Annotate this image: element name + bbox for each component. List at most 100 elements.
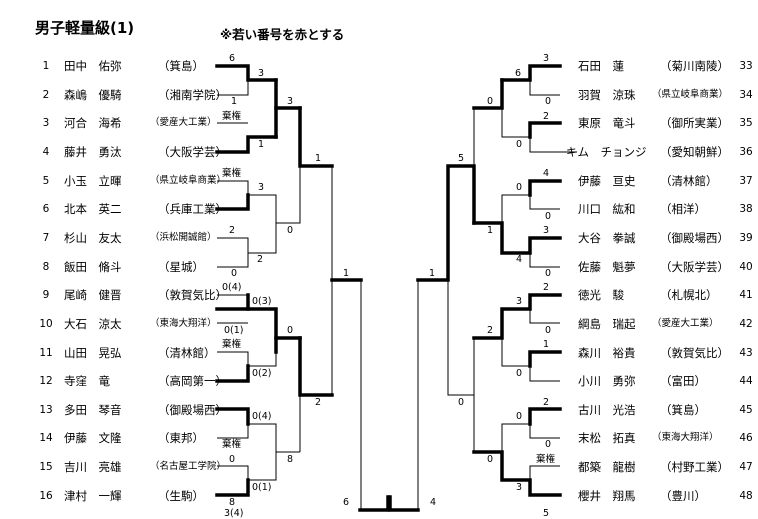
- page-title: 男子軽量級(1): [35, 19, 135, 37]
- winner-line: [528, 121, 562, 139]
- seed-number: 14: [39, 432, 53, 445]
- score-label: 1: [231, 96, 238, 107]
- score-label: 0: [545, 268, 552, 279]
- score-label: 2: [229, 225, 236, 236]
- player-school: （東海大翔洋）: [652, 432, 719, 444]
- player-school: （富田）: [660, 374, 706, 389]
- player-name: 北本 英二: [64, 202, 122, 217]
- player-school: （愛産大工業）: [150, 117, 217, 129]
- player-school: （名古屋工学院）: [150, 461, 227, 473]
- score-label: 5: [543, 508, 550, 519]
- seed-number: 2: [42, 88, 50, 101]
- seed-number: 41: [739, 289, 753, 302]
- bracket-line: [501, 423, 530, 452]
- player-school: （御所実業）: [660, 116, 729, 131]
- player-school: （御殿場西）: [660, 230, 729, 245]
- bracket-line: [217, 237, 249, 253]
- score-label: 3: [516, 296, 523, 307]
- score-label: 4: [430, 497, 437, 508]
- player-school: （札幌北）: [660, 288, 718, 303]
- player-name: 佐藤 魁夢: [578, 259, 636, 274]
- seed-number: 35: [739, 117, 753, 130]
- player-school: （湘南学院）: [158, 87, 227, 102]
- bracket-line: [529, 309, 560, 324]
- player-name: 石田 蓮: [578, 59, 624, 73]
- player-name: 杉山 友太: [64, 230, 122, 245]
- seed-number: 34: [739, 88, 753, 101]
- player-school: （浜松開誠館）: [150, 231, 217, 243]
- score-label: 3: [258, 182, 265, 193]
- score-label: 0(1): [224, 325, 244, 336]
- player-school: （県立岐阜商業）: [150, 174, 227, 186]
- winner-line: [215, 478, 250, 497]
- winner-line: [215, 407, 250, 426]
- player-name: 都築 龍樹: [578, 460, 636, 475]
- score-label: 2: [543, 282, 550, 293]
- player-name: 津村 一輝: [64, 488, 122, 503]
- player-name: 田中 佑弥: [64, 59, 122, 73]
- winner-line: [472, 293, 562, 340]
- score-label: 0: [487, 454, 494, 465]
- score-label: 1: [487, 225, 494, 236]
- winner-line: [246, 307, 302, 340]
- score-label: 8: [287, 454, 294, 465]
- bracket-thick-lines: [215, 64, 562, 512]
- forfeit-note: 棄権: [536, 454, 556, 465]
- player-school: （清林館）: [660, 173, 718, 188]
- bracket-line: [501, 338, 530, 367]
- score-label: 0(4): [252, 411, 272, 422]
- bracket-line: [217, 80, 249, 96]
- score-label: 3: [287, 96, 294, 107]
- bracket-line: [529, 195, 560, 210]
- bracket-line: [217, 253, 249, 268]
- winner-line: [358, 495, 390, 512]
- player-school: （東海大翔洋）: [150, 317, 217, 329]
- seed-number: 38: [739, 203, 753, 216]
- score-label: 3(4): [224, 508, 244, 519]
- score-label: 2: [315, 397, 322, 408]
- bracket-line: [248, 352, 277, 367]
- score-label: 6: [229, 53, 236, 64]
- winner-line: [472, 78, 504, 110]
- winner-line: [500, 64, 562, 82]
- player-school: （菊川南陵）: [660, 59, 729, 73]
- player-name: 大石 涼太: [64, 316, 122, 331]
- score-label: 0: [287, 225, 294, 236]
- bracket-line: [217, 351, 249, 366]
- bracket-line: [447, 280, 475, 396]
- bracket-line: [529, 137, 577, 153]
- player-name: 山田 晃弘: [64, 345, 122, 360]
- seed-number: 9: [42, 289, 50, 302]
- player-name: 東原 竜斗: [578, 116, 636, 131]
- winner-line: [215, 135, 278, 154]
- player-name: 飯田 脩斗: [64, 259, 122, 274]
- seed-number: 16: [39, 489, 53, 502]
- winner-line: [215, 193, 250, 211]
- score-label: 2: [543, 397, 550, 408]
- page-subtitle: ※若い番号を赤とする: [220, 27, 345, 42]
- player-row: 35 東原 竜斗 （御所実業）: [0, 114, 758, 132]
- player-name: 徳光 駿: [578, 288, 624, 303]
- score-label: 3: [543, 225, 550, 236]
- score-label: 4: [543, 168, 550, 179]
- winner-line: [215, 64, 278, 82]
- score-label: 0: [458, 397, 465, 408]
- score-label: 0(4): [222, 282, 242, 293]
- score-label: 3: [258, 68, 265, 79]
- score-label: 0: [545, 439, 552, 450]
- player-school: （生駒）: [158, 488, 204, 503]
- score-label: 0(3): [252, 296, 272, 307]
- winner-line: [528, 350, 562, 368]
- bracket-line: [529, 80, 560, 96]
- score-label: 5: [458, 153, 465, 164]
